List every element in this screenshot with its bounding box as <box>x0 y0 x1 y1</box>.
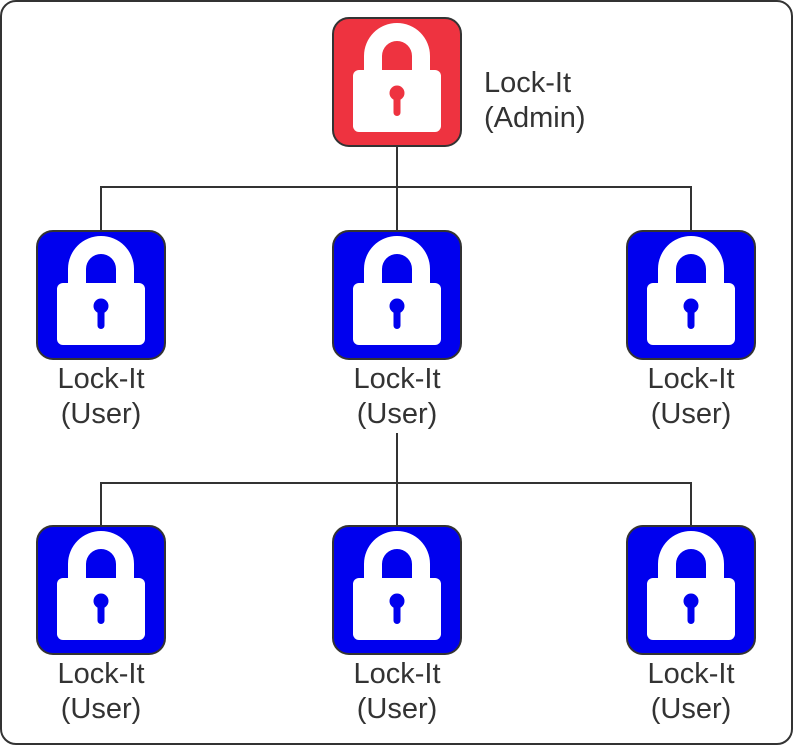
admin-label-line1: Lock-It <box>484 67 572 99</box>
user-node <box>626 525 756 655</box>
user-padlock-icon <box>647 531 735 640</box>
user-label-line2: (User) <box>60 398 142 430</box>
user-label-line1: Lock-It <box>353 363 441 395</box>
user-padlock-icon <box>647 236 735 345</box>
admin-label-line2: (Admin) <box>484 102 586 134</box>
user-node-label: Lock-It (User) <box>31 657 171 727</box>
user-label-line1: Lock-It <box>353 658 441 690</box>
user-padlock-icon <box>353 236 441 345</box>
user-node-label: Lock-It (User) <box>621 657 761 727</box>
admin-padlock-icon <box>353 23 441 132</box>
user-padlock-icon <box>353 531 441 640</box>
user-label-line2: (User) <box>356 693 438 725</box>
user-node-label: Lock-It (User) <box>327 657 467 727</box>
user-label-line1: Lock-It <box>647 363 735 395</box>
user-label-line1: Lock-It <box>647 658 735 690</box>
user-label-line2: (User) <box>650 693 732 725</box>
user-node <box>332 525 462 655</box>
user-node-label: Lock-It (User) <box>327 362 467 432</box>
user-padlock-icon <box>57 531 145 640</box>
user-label-line2: (User) <box>60 693 142 725</box>
user-node <box>332 230 462 360</box>
connector-admin-to-users <box>100 147 692 232</box>
user-label-line1: Lock-It <box>57 363 145 395</box>
user-node <box>36 230 166 360</box>
user-node-label: Lock-It (User) <box>31 362 171 432</box>
user-padlock-icon <box>57 236 145 345</box>
admin-node <box>332 17 462 147</box>
user-label-line2: (User) <box>356 398 438 430</box>
user-node-label: Lock-It (User) <box>621 362 761 432</box>
user-node <box>626 230 756 360</box>
user-node <box>36 525 166 655</box>
admin-node-label: Lock-It (Admin) <box>484 66 586 136</box>
connector-user-to-subusers <box>100 433 692 527</box>
user-label-line2: (User) <box>650 398 732 430</box>
user-label-line1: Lock-It <box>57 658 145 690</box>
